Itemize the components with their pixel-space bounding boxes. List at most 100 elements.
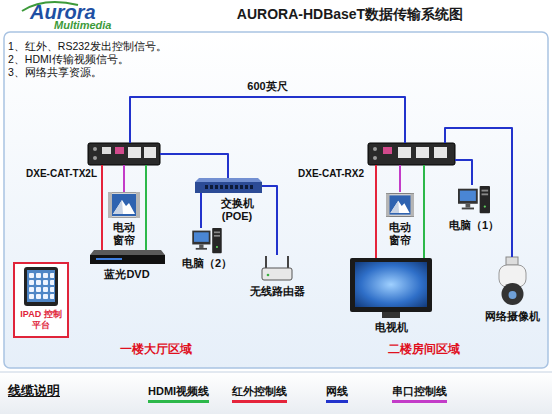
switch-body [195,182,262,193]
dvd-player-icon [90,250,165,264]
device-port [115,147,124,154]
cable-line [375,165,377,258]
device-port [93,147,97,151]
router-body [262,268,292,280]
legend-text: 串口控制线 [392,385,447,398]
switch-node: 交换机 (POE) [195,178,262,193]
router-icon [262,256,292,280]
router-node: 无线路由器 [262,255,292,281]
legend-text: HDMI视频线 [148,385,209,398]
cable-line [101,165,103,250]
tv-frame [350,258,432,312]
transmitter-node: DXE-CAT-TX2L [88,143,160,165]
region-label: 一楼大厅区域 [120,342,192,356]
device-label: 交换机 (POE) [215,197,259,223]
cable-line [445,128,512,257]
ipad-control-box: IPAD 控制平台 [13,262,69,338]
cable-line [455,160,472,185]
device-port [144,147,156,158]
camera-node: 网络摄像机 [495,257,530,307]
router-antenna [287,256,289,268]
device-label: 蓝光DVD [104,268,149,281]
device-port [398,147,411,158]
legend-swatch [148,400,209,403]
curtain-node: 电动 窗帘 [108,192,140,218]
computer-node: 电脑（1） [458,185,490,215]
computer-node: 电脑（2） [192,228,222,254]
legend-text: 网线 [326,385,348,398]
cable-line [423,165,425,258]
cable-line [130,97,405,143]
computer-icon [192,228,221,253]
cable-line [399,165,401,192]
tv-stand [382,312,400,318]
device-port [383,147,392,154]
ipad-apps [28,272,54,300]
router-light [267,274,270,277]
camera-icon [499,257,526,305]
device-body [88,143,160,165]
camera-mount [506,257,518,265]
receiver-node: DXE-CAT-RX2 [368,143,455,165]
rx-device-icon [368,143,455,165]
device-port [373,156,377,160]
device-port [373,147,377,151]
tx-device-icon [88,143,160,165]
legend-title: 线缆说明 [8,383,60,399]
cable-line [262,186,277,255]
legend-band [0,372,552,414]
switch-ports [205,185,255,189]
tv-screen [355,262,427,307]
device-label: 电脑（1） [449,219,499,232]
camera-lens [509,291,517,299]
curtain-icon [386,194,414,217]
legend-swatch [392,400,447,403]
ipad-icon [15,264,67,336]
diagram-title: AURORA-HDBaseT数据传输系统图 [150,6,550,23]
device-label: 无线路由器 [250,285,305,298]
legend-swatch [326,400,348,403]
device-body [368,143,455,165]
legend-entry: 红外控制线 [232,385,287,403]
legend-entry: HDMI视频线 [148,385,209,403]
curtain-node: 电动 窗帘 [386,192,414,218]
dvd-body [90,255,165,264]
legend-entry: 网线 [326,385,348,403]
curtain-icon [108,192,140,218]
device-port [434,147,447,158]
tv-icon [350,258,432,318]
cable-line [160,154,228,178]
device-port [93,156,97,160]
cable-line [145,165,147,250]
dvd-top [90,250,165,255]
cable-line [123,165,125,192]
device-port [128,147,141,158]
switch-icon [195,178,262,193]
device-label: DXE-CAT-TX2L [26,168,97,180]
device-label: IPAD 控制平台 [18,309,64,331]
legend-text: 红外控制线 [232,385,287,398]
device-label: 电动 窗帘 [387,221,413,247]
ipad-ground [15,264,67,336]
router-antenna [265,256,267,268]
note-line: 3、网络共享资源。 [8,66,102,79]
switch-top [195,178,262,182]
diagram-panel [4,32,548,368]
ipad-screen [27,270,55,302]
region-label: 二楼房间区域 [388,342,460,356]
device-port [416,147,429,158]
device-label: 电视机 [375,321,408,334]
note-line: 2、HDMI传输视频信号。 [8,53,129,66]
device-label: 电脑（2） [182,257,232,270]
device-port [102,147,111,154]
legend-divider [0,372,552,373]
legend-swatch [232,400,287,403]
tv-node: 电视机 [350,258,432,318]
legend-entry: 串口控制线 [392,385,447,403]
computer-icon [458,186,490,213]
dvd-light [96,258,122,260]
dvd-node: 蓝光DVD [90,250,165,264]
logo-subword: Multimedia [54,19,111,32]
distance-label: 600英尺 [245,80,289,93]
